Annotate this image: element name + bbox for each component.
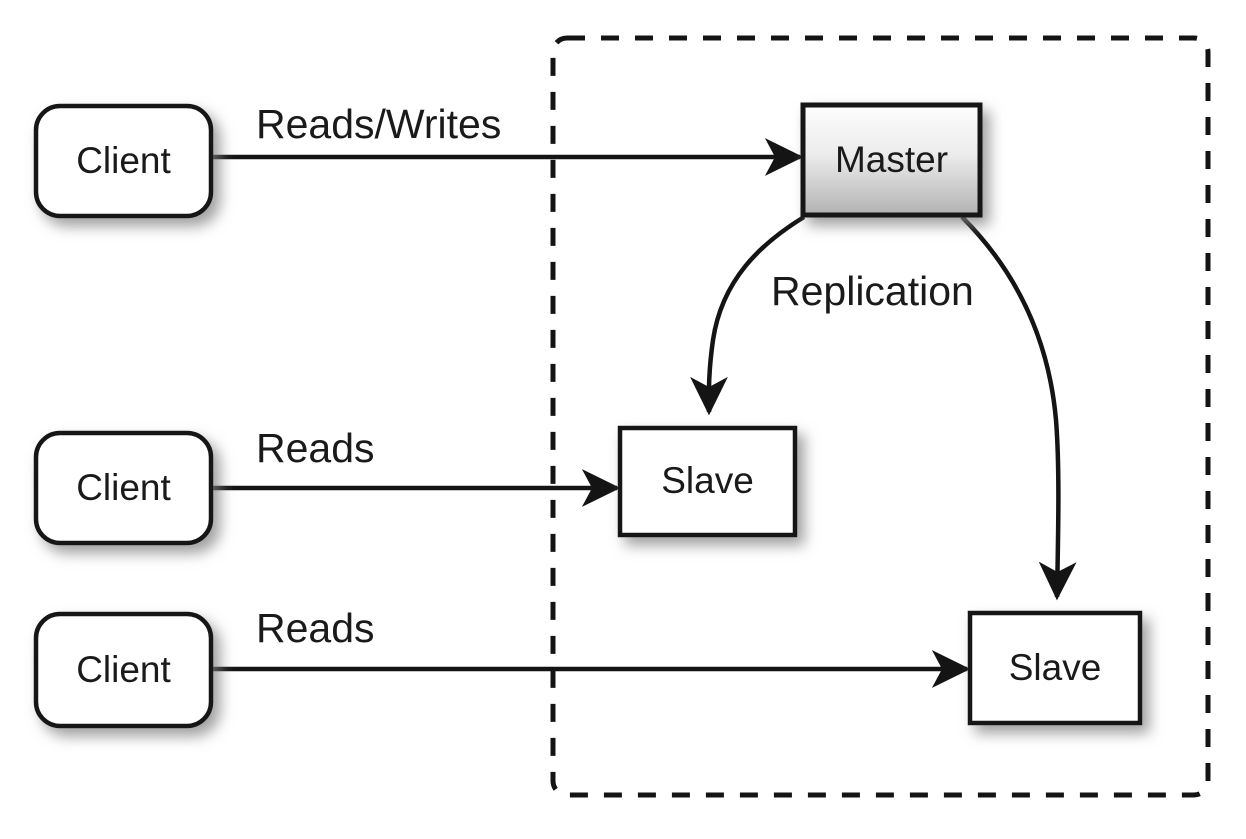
node-client-2[interactable]: Client xyxy=(33,430,214,546)
node-master[interactable]: Master xyxy=(800,102,983,218)
edge-label-reads-middle: Reads xyxy=(256,425,375,471)
master-box[interactable] xyxy=(800,102,983,218)
edge-label-reads-writes: Reads/Writes xyxy=(256,101,501,147)
master-label: Master xyxy=(835,139,948,180)
edge-curve xyxy=(960,215,1077,601)
client-box[interactable] xyxy=(33,611,214,729)
client-label: Client xyxy=(76,140,171,181)
edge-curve xyxy=(690,215,806,416)
node-client-3[interactable]: Client xyxy=(33,611,214,729)
replication-cluster-boundary xyxy=(550,35,1211,798)
client-label: Client xyxy=(76,467,171,508)
client-label: Client xyxy=(76,649,171,690)
slave-label: Slave xyxy=(1009,647,1102,688)
node-client-1[interactable]: Client xyxy=(33,103,214,219)
node-slave-2[interactable]: Slave xyxy=(967,610,1143,726)
client-box[interactable] xyxy=(33,103,214,219)
node-slave-1[interactable]: Slave xyxy=(617,425,798,538)
slave-label: Slave xyxy=(661,460,754,501)
slave-box[interactable] xyxy=(617,425,798,538)
slave-box[interactable] xyxy=(967,610,1143,726)
client-box[interactable] xyxy=(33,430,214,546)
edge-master-slave2 xyxy=(960,215,1077,601)
edge-master-slave1 xyxy=(690,215,806,416)
edge-label-reads-bottom: Reads xyxy=(256,605,375,651)
edge-label-replication: Replication xyxy=(771,268,974,314)
